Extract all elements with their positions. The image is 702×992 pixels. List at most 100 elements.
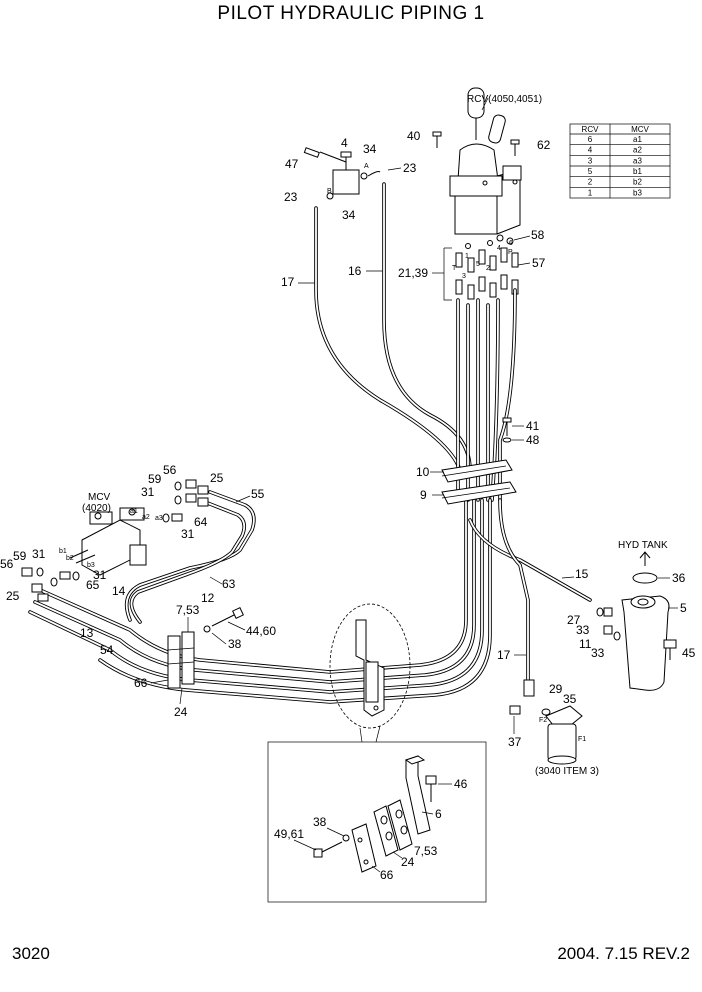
- callout-54: 54: [100, 643, 114, 657]
- callout-25a: 25: [210, 471, 224, 485]
- callout-29: 29: [549, 682, 563, 696]
- tank-fittings: [596, 607, 621, 641]
- callout-5: 5: [680, 601, 687, 615]
- table-cell: a2: [633, 146, 642, 155]
- item3-label: (3040 ITEM 3): [535, 766, 599, 777]
- callout-44-60: 44,60: [246, 624, 276, 638]
- callout-9: 9: [420, 488, 427, 502]
- callout-24a: 24: [174, 705, 188, 719]
- callout-65: 65: [86, 578, 100, 592]
- callout-35: 35: [563, 692, 577, 706]
- port-b2: b2: [66, 555, 74, 562]
- table-cell: 5: [588, 167, 593, 176]
- callout-63: 63: [222, 577, 236, 591]
- callout-17a: 17: [281, 275, 295, 289]
- port-t: T: [452, 265, 457, 272]
- callout-23b: 23: [284, 190, 298, 204]
- port-a1: a1: [130, 508, 138, 515]
- callout-10: 10: [416, 465, 430, 479]
- callout-55: 55: [251, 487, 265, 501]
- callout-31b: 31: [181, 527, 195, 541]
- callout-16: 16: [348, 264, 362, 278]
- filter-unit: [509, 679, 583, 765]
- bolt-40: [432, 131, 442, 148]
- callout-33b: 33: [591, 646, 605, 660]
- callout-48: 48: [526, 433, 540, 447]
- callout-14: 14: [112, 584, 126, 598]
- table-cell: b3: [633, 188, 642, 197]
- bolt-41: [502, 417, 512, 443]
- port-table: RCV MCV 6 a1 4 a2 3 a3 5 b1 2 b2 1 b3: [569, 123, 671, 199]
- table-cell: 4: [588, 146, 593, 155]
- table-header-mcv: MCV: [631, 125, 649, 134]
- port-2: 2: [486, 265, 490, 272]
- callout-34b: 34: [342, 208, 356, 222]
- port-f2: F2: [539, 717, 547, 724]
- port-1: 1: [465, 253, 469, 260]
- port-a-mark: A: [364, 163, 369, 170]
- port-a2: a2: [142, 514, 150, 521]
- callout-41: 41: [526, 419, 540, 433]
- table-cell: a1: [633, 135, 642, 144]
- callout-46: 46: [454, 777, 468, 791]
- mcv-valve: [69, 507, 147, 576]
- callout-21-39: 21,39: [398, 266, 428, 280]
- callout-33a: 33: [576, 623, 590, 637]
- port-6: 6: [509, 240, 513, 247]
- port-4: 4: [497, 245, 501, 252]
- callout-11: 11: [579, 637, 592, 651]
- callout-36: 36: [672, 571, 686, 585]
- callout-4: 4: [341, 136, 348, 150]
- callout-31a: 31: [141, 485, 155, 499]
- table-cell: a3: [633, 156, 642, 165]
- port-a3: a3: [155, 515, 163, 522]
- callout-34a: 34: [363, 142, 377, 156]
- callout-45: 45: [682, 646, 696, 660]
- valve-4: [303, 147, 381, 200]
- port-p: P: [508, 249, 513, 256]
- callout-66a: 66: [134, 676, 148, 690]
- page-number: 3020: [12, 944, 50, 963]
- callout-37: 37: [508, 735, 522, 749]
- clamp-24-left: [167, 631, 195, 689]
- hyd-tank-label: HYD TANK: [618, 540, 668, 551]
- callout-66b: 66: [380, 868, 394, 882]
- callout-7-53a: 7,53: [176, 603, 200, 617]
- page-title: PILOT HYDRAULIC PIPING 1: [217, 3, 485, 24]
- callout-64: 64: [194, 515, 208, 529]
- callout-62: 62: [537, 138, 551, 152]
- port-5: 5: [476, 261, 480, 268]
- detail-bracket-6: [404, 755, 431, 835]
- o-ring-36: [632, 572, 658, 584]
- port-b-mark: B: [327, 188, 332, 195]
- port-b1: b1: [59, 548, 67, 555]
- bolt-44: [203, 607, 244, 633]
- callout-27: 27: [567, 613, 581, 627]
- callout-49-61: 49,61: [274, 827, 304, 841]
- callout-58: 58: [531, 228, 545, 242]
- table-cell: b2: [633, 178, 642, 187]
- callout-25b: 25: [6, 589, 20, 603]
- callout-31c: 31: [32, 547, 46, 561]
- callout-38b: 38: [313, 815, 327, 829]
- callout-24b: 24: [401, 855, 415, 869]
- detail-bolt-49: [313, 834, 350, 858]
- callout-40: 40: [407, 129, 421, 143]
- callout-15: 15: [575, 567, 589, 581]
- table-cell: b1: [633, 167, 642, 176]
- clamp-9: [441, 481, 517, 505]
- port-f1: F1: [578, 736, 586, 743]
- bolt-62: [510, 139, 520, 156]
- table-cell: 1: [588, 188, 593, 197]
- clamp-10: [441, 459, 513, 483]
- revision-date: 2004. 7.15 REV.2: [557, 944, 690, 963]
- bracket-center: [355, 619, 385, 717]
- mcv-label: MCV: [88, 492, 111, 503]
- detail-clamp-block: [351, 799, 413, 873]
- callout-59b: 59: [13, 549, 27, 563]
- callout-57: 57: [532, 256, 546, 270]
- tank-manifold-5: [621, 595, 677, 691]
- callout-23a: 23: [403, 161, 417, 175]
- callout-56b: 56: [0, 557, 14, 571]
